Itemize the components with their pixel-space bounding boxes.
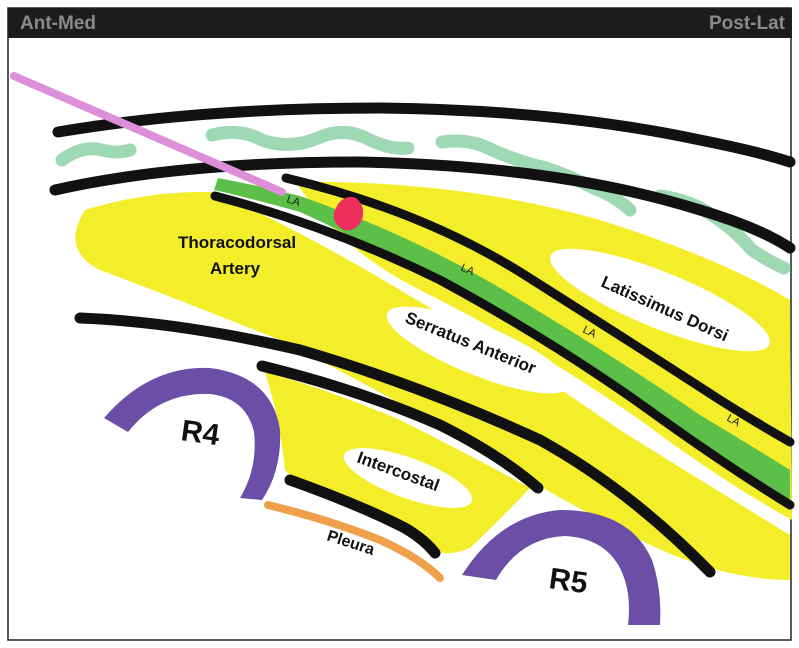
label-thoracodorsal-line2: Artery bbox=[210, 259, 261, 278]
label-r4: R4 bbox=[179, 414, 222, 452]
label-r5: R5 bbox=[547, 562, 590, 600]
label-thoracodorsal-line1: Thoracodorsal bbox=[178, 233, 296, 252]
